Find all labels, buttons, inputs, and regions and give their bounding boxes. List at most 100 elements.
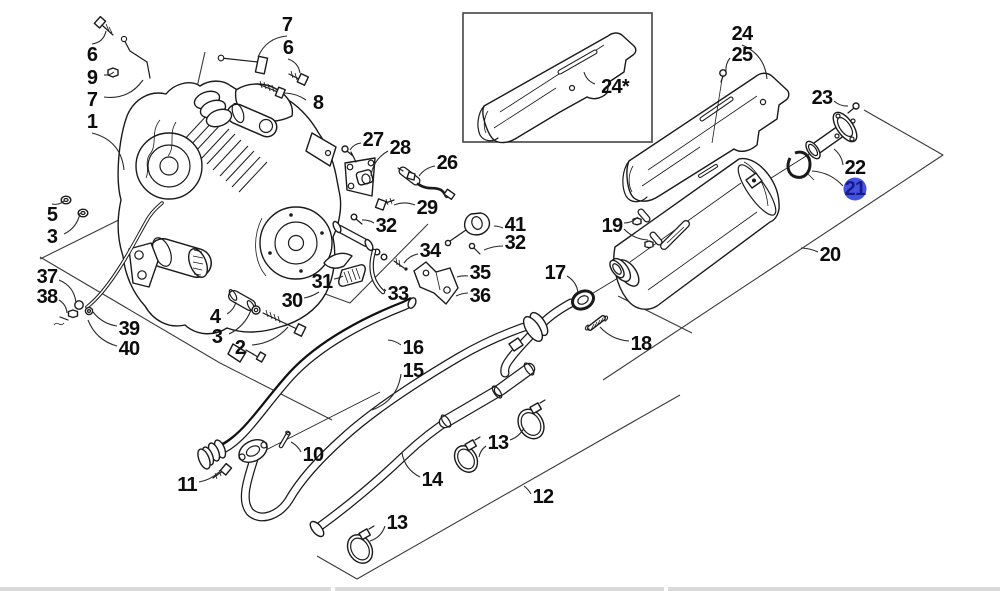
screw-23 <box>847 102 860 114</box>
part-label-20[interactable]: 20 <box>820 244 842 266</box>
leader-line <box>371 373 402 411</box>
part-label-17[interactable]: 17 <box>545 262 567 284</box>
oil-line-cluster-37-40 <box>53 201 164 326</box>
part-label-32[interactable]: 32 <box>505 232 527 254</box>
part-label-3[interactable]: 3 <box>212 326 224 348</box>
part-label-23[interactable]: 23 <box>812 87 834 109</box>
part-label-39[interactable]: 39 <box>119 318 141 340</box>
fitting-40 <box>59 316 69 321</box>
part-label-7[interactable]: 7 <box>282 14 294 36</box>
leader-line <box>369 525 386 542</box>
part-label-6[interactable]: 6 <box>87 44 99 66</box>
part-label-29[interactable]: 29 <box>417 197 439 219</box>
part-label-36[interactable]: 36 <box>470 285 492 307</box>
clamp-13-bottom <box>346 525 375 564</box>
part-label-24*[interactable]: 24* <box>601 76 630 98</box>
stay-tube-30 <box>323 220 374 269</box>
part-label-2[interactable]: 2 <box>235 337 247 359</box>
leader-line <box>418 165 436 177</box>
zone-line-pipe-group <box>316 394 681 580</box>
part-label-4[interactable]: 4 <box>210 306 223 328</box>
muffler-front-rim <box>737 164 777 216</box>
leader-line <box>198 471 220 483</box>
mount-studs-19 <box>632 208 663 249</box>
leader-line <box>303 291 320 299</box>
leader-line <box>63 212 81 235</box>
part-label-16[interactable]: 16 <box>403 337 425 359</box>
leader-line <box>349 142 362 151</box>
highlight-badge <box>843 177 867 201</box>
stator-cover <box>135 119 203 200</box>
part-label-30[interactable]: 30 <box>282 290 304 312</box>
part-label-26[interactable]: 26 <box>437 152 459 174</box>
leader-line <box>383 288 387 292</box>
part-label-22[interactable]: 22 <box>845 157 867 179</box>
sensor-plug <box>443 188 456 201</box>
bracket-hole <box>324 149 332 157</box>
clamp-13-right <box>517 399 546 440</box>
leader-line <box>103 71 115 76</box>
washers-5-3 <box>60 195 89 218</box>
part-label-34[interactable]: 34 <box>420 240 443 262</box>
part-label-1[interactable]: 1 <box>87 111 99 133</box>
part-label-27[interactable]: 27 <box>363 129 385 151</box>
leader-line <box>800 247 819 253</box>
part-label-12[interactable]: 12 <box>533 486 555 508</box>
zone-line-muffler-group <box>602 109 944 381</box>
leader-line <box>725 57 731 72</box>
leader-line <box>741 44 768 80</box>
mount-bushing-group <box>228 289 307 337</box>
fitting-37 <box>74 300 84 310</box>
part-label-11[interactable]: 11 <box>177 474 198 496</box>
head-pipe-flange <box>522 316 544 342</box>
leader-line <box>623 216 639 224</box>
leader-line <box>51 200 65 205</box>
part-label-40[interactable]: 40 <box>119 338 141 360</box>
part-label-35[interactable]: 35 <box>470 262 492 284</box>
shield-screw-25 <box>711 69 727 144</box>
part-label-13[interactable]: 13 <box>387 512 409 534</box>
gasket-pin-10 <box>278 430 291 449</box>
part-label-25[interactable]: 25 <box>732 44 754 66</box>
part-label-38[interactable]: 38 <box>37 286 59 308</box>
part-label-7[interactable]: 7 <box>87 89 99 111</box>
valve-38 <box>67 309 79 319</box>
head-pipe-tab <box>508 337 524 352</box>
part-label-14[interactable]: 14 <box>422 469 445 491</box>
oxygen-sensor-26 <box>397 166 456 201</box>
leader-line <box>401 452 421 478</box>
leader-line <box>103 79 144 98</box>
part-label-31[interactable]: 31 <box>312 271 334 293</box>
leader-line <box>393 202 416 206</box>
part-label-3[interactable]: 3 <box>47 226 59 248</box>
part-label-21[interactable]: 21 <box>845 178 867 200</box>
part-label-6[interactable]: 6 <box>283 37 295 59</box>
part-label-15[interactable]: 15 <box>403 360 425 382</box>
leader-line <box>833 148 844 166</box>
part-label-28[interactable]: 28 <box>390 137 412 159</box>
pipe-16-collar <box>197 439 227 470</box>
washer-30b <box>380 253 388 261</box>
part-label-13[interactable]: 13 <box>488 432 510 454</box>
muffler-stay-group <box>323 212 491 305</box>
part-label-32[interactable]: 32 <box>376 215 398 237</box>
leader-line <box>523 485 532 495</box>
muffler-head-pipe <box>500 298 576 378</box>
part-label-9[interactable]: 9 <box>87 67 99 89</box>
part-label-10[interactable]: 10 <box>303 444 325 466</box>
muffler-20 <box>609 157 780 310</box>
part-label-18[interactable]: 18 <box>631 333 653 355</box>
inset-shield-hole <box>568 84 576 92</box>
part-label-33[interactable]: 33 <box>388 283 410 305</box>
part-label-19[interactable]: 19 <box>602 215 624 237</box>
leader-lines <box>51 30 849 542</box>
part-label-5[interactable]: 5 <box>47 204 59 226</box>
leader-line <box>287 58 301 74</box>
part-label-8[interactable]: 8 <box>313 92 325 114</box>
part-label-24[interactable]: 24 <box>732 23 755 45</box>
part-label-41[interactable]: 41 <box>505 214 527 236</box>
leader-line <box>333 275 344 280</box>
part-label-37[interactable]: 37 <box>37 266 59 288</box>
leader-line <box>370 150 389 177</box>
